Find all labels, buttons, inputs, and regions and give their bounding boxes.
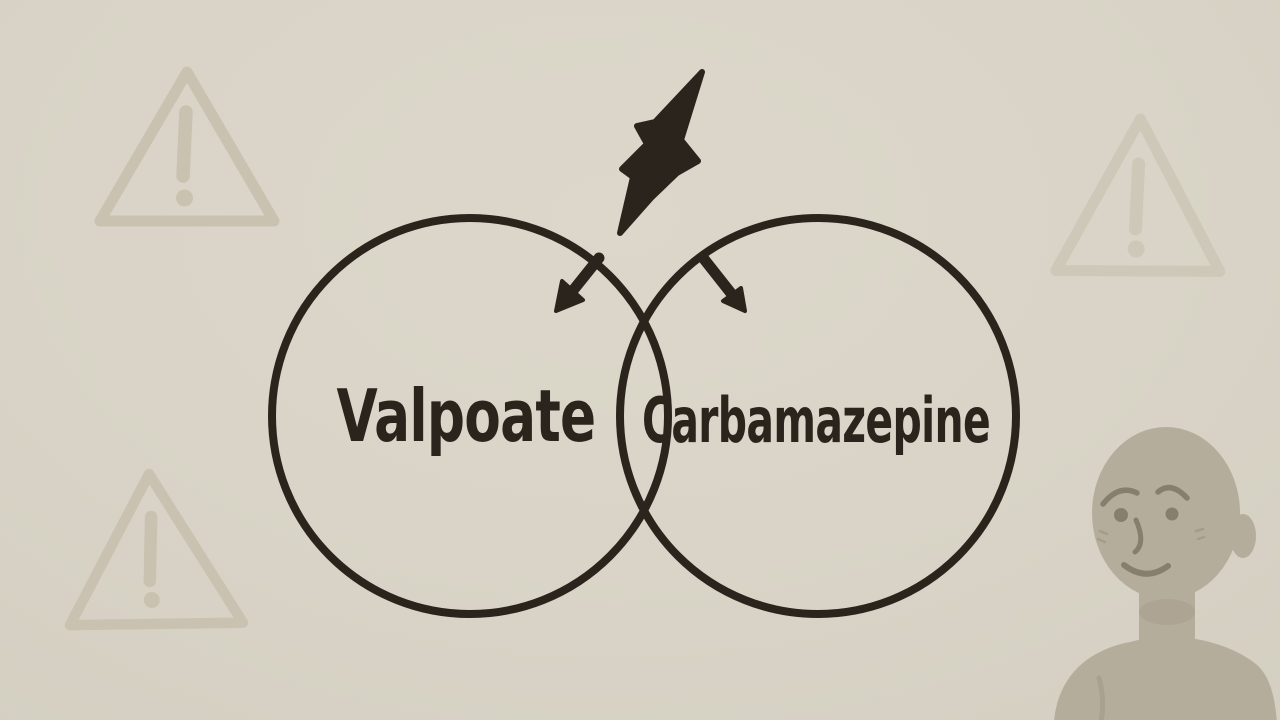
right-circle-carbamazepine [616,214,1020,618]
arrow-down-right-icon [698,253,747,313]
person-ear [1230,514,1256,558]
arrow-down-left-icon [554,252,605,313]
watermark-layer [64,66,1277,720]
neck-shadow [1139,599,1195,625]
lightning-bolt-icon [617,69,705,236]
person-torso [1054,636,1277,720]
warning-triangle-icon [64,468,249,631]
warning-triangle-icon [1050,113,1226,277]
freckles [1096,527,1206,544]
left-circle-valproate [268,214,672,618]
nose [1132,517,1144,555]
right-eyebrow [1155,484,1190,501]
right-eye [1165,507,1179,521]
left-eye [1114,508,1128,522]
sad-person-icon [1054,427,1277,720]
sad-mouth [1121,562,1171,577]
right-circle-label: Carbamazepine [642,385,990,457]
arm-crease [1096,675,1106,720]
warning-triangle-icon [94,66,280,227]
venn-diagram: Valpoate Carbamazepine [268,214,1020,618]
left-circle-label: Valpoate [337,374,596,458]
left-eyebrow [1100,487,1140,507]
